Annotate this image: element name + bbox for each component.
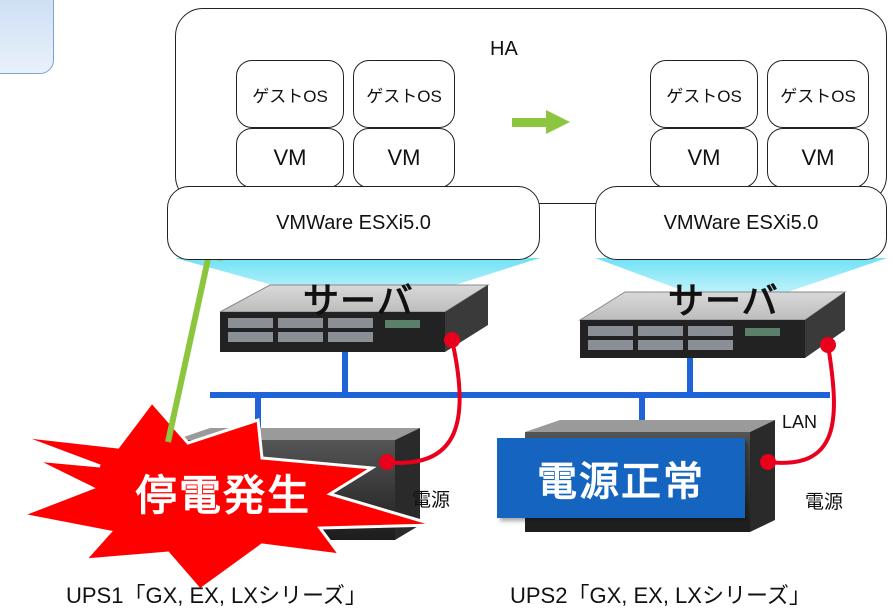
migration-arrow	[512, 110, 570, 134]
server-2-chassis	[578, 291, 847, 358]
server-label: サーバ	[303, 280, 414, 321]
power-plug-server-2	[820, 337, 836, 353]
power-label: 電源	[805, 492, 844, 513]
outage-burst	[16, 399, 436, 593]
lan-label: LAN	[782, 412, 818, 432]
server-label: サーバ	[668, 280, 779, 321]
power-normal-status: 電源正常	[497, 438, 745, 518]
guest-os-box: ゲストOS	[767, 60, 869, 128]
power-label: 電源	[412, 490, 451, 511]
power-plug-server-1	[444, 332, 460, 348]
corner-tab	[0, 0, 54, 74]
guest-os-box: ゲストOS	[650, 60, 758, 128]
power-cables	[384, 339, 836, 465]
guest-os-box: ゲストOS	[236, 60, 344, 128]
guest-os-box: ゲストOS	[353, 60, 455, 128]
server-1-chassis	[219, 284, 490, 352]
vm-box: VM	[650, 128, 758, 188]
vm-box: VM	[767, 128, 869, 188]
hypervisor-glow-2	[595, 258, 887, 310]
vm-box: VM	[236, 128, 344, 188]
outage-status: 停電発生	[135, 472, 312, 519]
power-plug-ups-1	[379, 454, 395, 470]
ups-2-caption: UPS2「GX, EX, LXシリーズ」	[510, 583, 811, 608]
hypervisor-box: VMWare ESXi5.0	[167, 186, 540, 260]
ups-1-caption: UPS1「GX, EX, LXシリーズ」	[66, 583, 367, 608]
ha-label: HA	[490, 38, 518, 60]
hypervisor-box: VMWare ESXi5.0	[595, 186, 887, 260]
power-plug-ups-2	[760, 454, 776, 470]
vm-box: VM	[353, 128, 455, 188]
